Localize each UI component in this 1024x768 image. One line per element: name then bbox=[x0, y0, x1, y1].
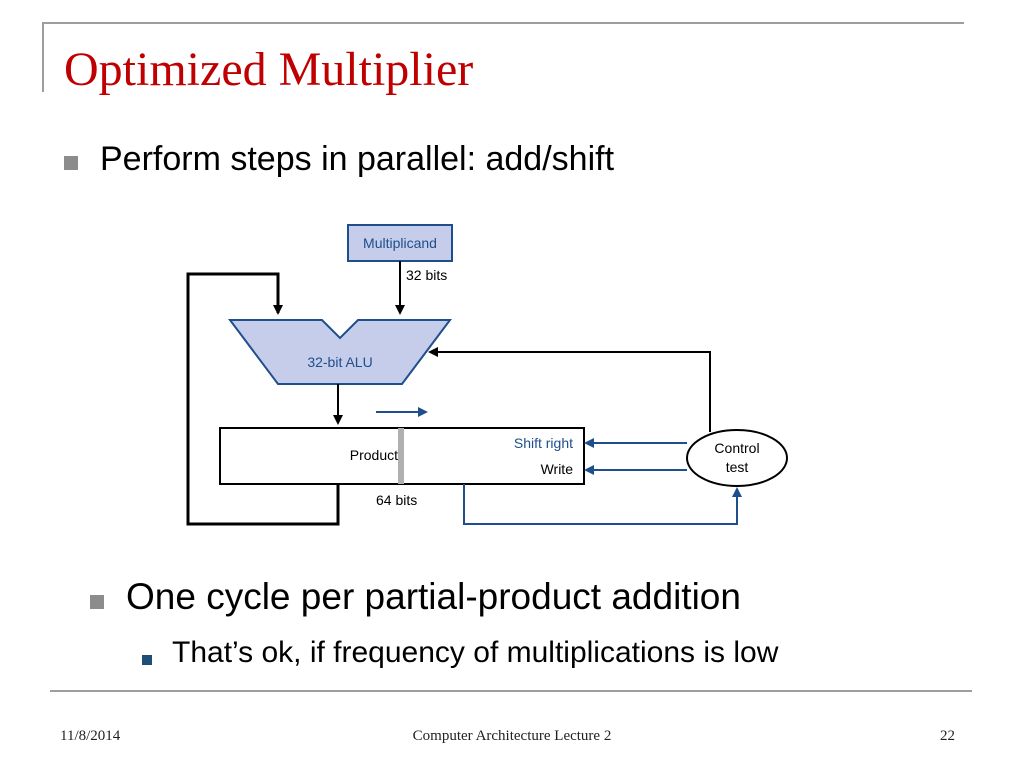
product-lsb-to-control-wire bbox=[463, 484, 742, 525]
alu-label: 32-bit ALU bbox=[307, 354, 372, 370]
bullet-square-icon bbox=[90, 595, 104, 609]
control-label-line2: test bbox=[726, 459, 749, 475]
bullet-parallel-steps: Perform steps in parallel: add/shift bbox=[100, 140, 615, 178]
shift-right-label: Shift right bbox=[514, 435, 573, 451]
multiplicand-register bbox=[347, 224, 453, 262]
footer-divider bbox=[50, 690, 972, 692]
control-to-alu-wire bbox=[428, 347, 711, 432]
footer-title: Computer Architecture Lecture 2 bbox=[412, 728, 612, 744]
multiplier-diagram: Multiplicand 32 bits 32-bit ALU Product … bbox=[186, 224, 788, 526]
product-split-bar bbox=[398, 428, 404, 484]
product-feedback-wire bbox=[186, 272, 340, 526]
page-number: 22 bbox=[940, 728, 955, 744]
left-frame-line bbox=[42, 22, 44, 92]
multiplicand-label: Multiplicand bbox=[363, 235, 437, 251]
multiplicand-width-label: 32 bits bbox=[406, 267, 447, 283]
control-label-line1: Control bbox=[714, 440, 759, 456]
product-width-label: 64 bits bbox=[376, 492, 417, 508]
sub-bullet-square-icon bbox=[142, 655, 152, 665]
slide-title: Optimized Multiplier bbox=[64, 43, 474, 96]
write-label: Write bbox=[541, 461, 574, 477]
control-test-unit bbox=[686, 429, 788, 487]
alu-block bbox=[228, 319, 452, 385]
bullet-one-cycle: One cycle per partial-product addition bbox=[126, 576, 741, 617]
footer-date: 11/8/2014 bbox=[60, 728, 121, 744]
product-label: Product bbox=[350, 447, 398, 463]
sub-bullet-frequency: That’s ok, if frequency of multiplicatio… bbox=[172, 636, 779, 669]
top-frame-line bbox=[42, 22, 964, 24]
bullet-square-icon bbox=[64, 156, 78, 170]
